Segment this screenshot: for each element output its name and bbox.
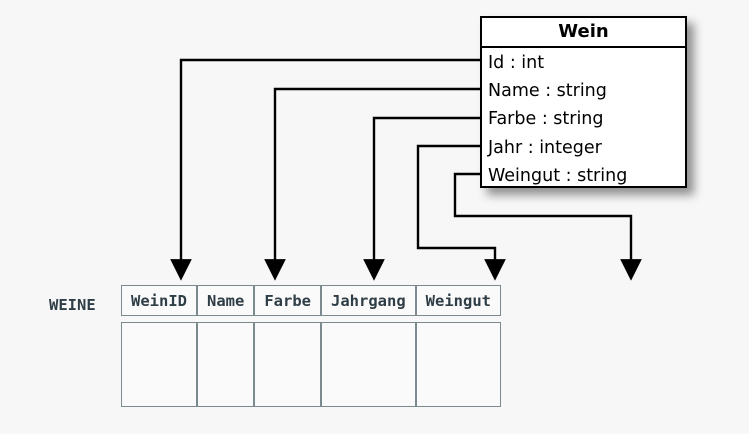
relational-table: WeinID Name Farbe Jahrgang Weingut [121, 285, 501, 407]
uml-attribute-farbe: Farbe : string [488, 109, 604, 130]
table-cell-jahrgang[interactable] [321, 322, 416, 407]
connector-id-to-weinid [170, 58, 480, 281]
connector-name-to-name [264, 87, 480, 281]
column-header-name[interactable]: Name [197, 285, 255, 316]
uml-attribute-jahr: Jahr : integer [488, 137, 602, 158]
uml-attribute-weingut: Weingut : string [488, 165, 628, 186]
column-header-weingut[interactable]: Weingut [415, 285, 501, 316]
uml-attribute-id: Id : int [488, 53, 545, 73]
column-header-farbe[interactable]: Farbe [254, 285, 321, 316]
uml-class-box[interactable]: Wein Id : int Name : string Farbe : stri… [480, 16, 687, 188]
table-cell-farbe[interactable] [254, 322, 321, 407]
table-cell-name[interactable] [197, 322, 255, 407]
uml-attribute-name: Name : string [488, 81, 607, 102]
column-header-jahrgang[interactable]: Jahrgang [321, 285, 416, 316]
connector-weingut-to-weingut [453, 172, 642, 281]
table-cell-weingut[interactable] [415, 322, 501, 407]
table-header-row: WeinID Name Farbe Jahrgang Weingut [121, 285, 501, 316]
table-row [121, 322, 501, 407]
uml-attribute-list: Id : int Name : string Farbe : string Ja… [482, 48, 685, 190]
table-name-label: WEINE [49, 296, 96, 314]
connector-farbe-to-farbe [363, 116, 480, 281]
connector-jahr-to-jahrgang [416, 144, 506, 281]
table-cell-weinid[interactable] [121, 322, 197, 407]
uml-class-name: Wein [482, 18, 685, 48]
column-header-weinid[interactable]: WeinID [121, 285, 197, 316]
